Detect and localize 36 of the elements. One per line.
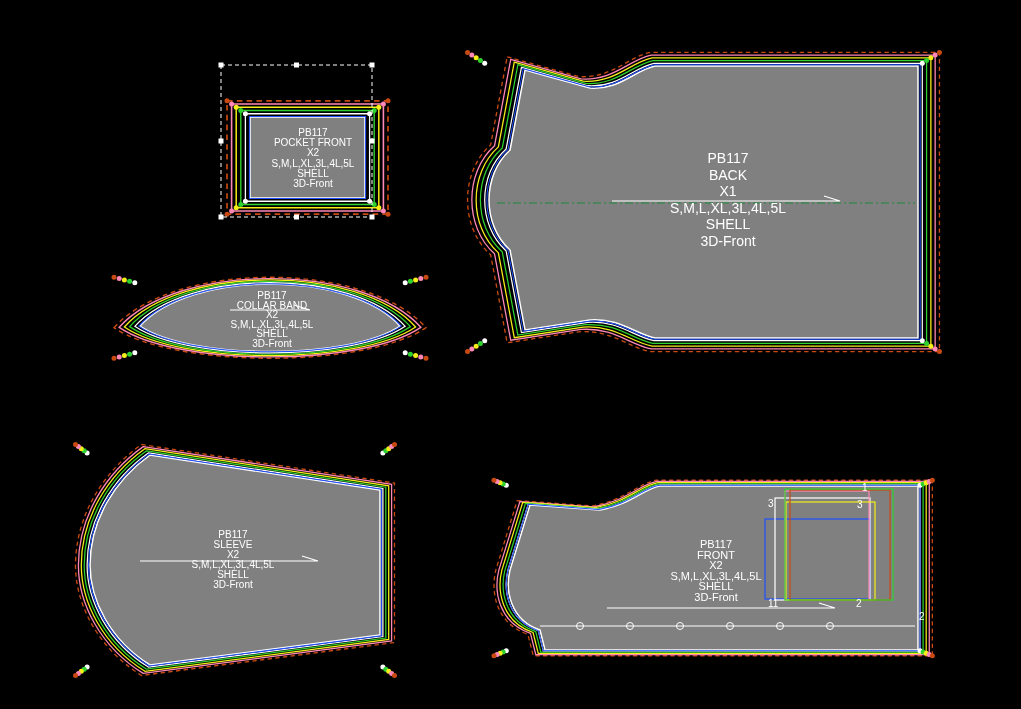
piece-label-text: S,M,L,XL,3L,4L,5L: [670, 200, 786, 215]
piece-label-text: SHELL: [217, 569, 249, 580]
piece-label-text: SHELL: [297, 168, 329, 179]
piece-label-text: 3D-Front: [700, 234, 756, 248]
piece-label-text: X2: [709, 560, 723, 572]
piece-label-text: BACK: [708, 167, 748, 182]
piece-label-text: SLEEVE: [213, 539, 253, 550]
piece-label-text: 3D-Front: [694, 592, 738, 603]
piece-label-text: COLLAR BAND: [236, 300, 308, 311]
piece-label-text: PB117: [298, 128, 328, 138]
piece-label-text: SHELL: [698, 581, 734, 593]
piece-label-text: PB117: [218, 530, 248, 540]
piece-label-text: SHELL: [705, 217, 751, 232]
piece-label-text: X2: [265, 310, 279, 321]
piece-label-text: S,M,L,XL,3L,4L,5L: [230, 319, 314, 330]
piece-label-text: FRONT: [697, 549, 735, 561]
point-number: 3: [857, 500, 863, 510]
point-number: 3: [768, 499, 774, 509]
piece-label-text: S,M,L,XL,3L,4L,5L: [191, 559, 275, 570]
piece-label-text: PB117: [257, 291, 287, 301]
piece-label-text: S,M,L,XL,3L,4L,5L: [670, 570, 762, 582]
piece-label-text: X2: [306, 148, 320, 159]
point-number: 11: [768, 599, 779, 609]
piece-label-text: PB117: [707, 151, 749, 165]
point-number: 2: [919, 612, 925, 622]
piece-label-text: X1: [719, 184, 737, 199]
piece-label-text: 3D-Front: [213, 579, 253, 590]
piece-label-text: 3D-Front: [252, 339, 292, 349]
piece-label-text: PB117: [699, 539, 733, 550]
piece-label-text: S,M,L,XL,3L,4L,5L: [271, 158, 355, 169]
piece-label-text: POCKET FRONT: [273, 138, 353, 149]
point-number: 1: [862, 483, 868, 493]
piece-label-text: X2: [226, 549, 240, 560]
point-number: 2: [856, 599, 862, 609]
piece-label-text: 3D-Front: [293, 179, 333, 189]
piece-label-text: SHELL: [256, 329, 288, 340]
